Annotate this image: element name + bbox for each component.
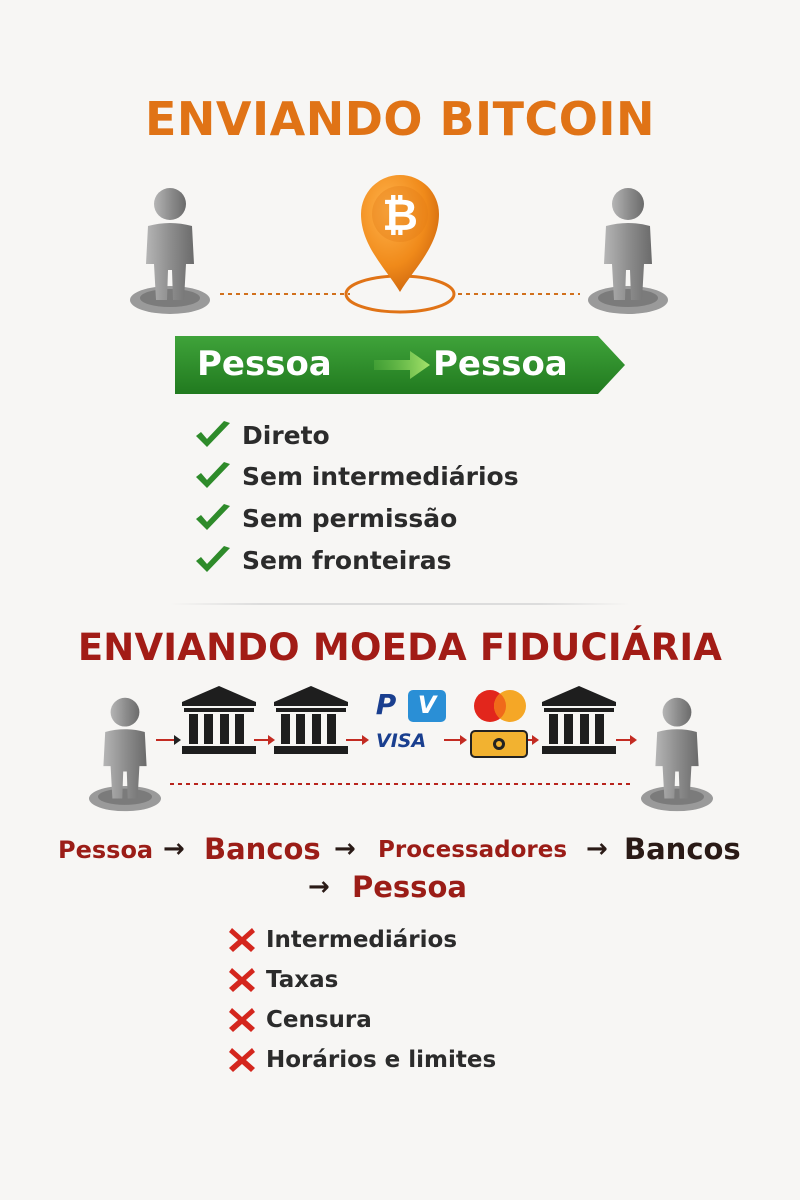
drawback-item: Horários e limites bbox=[228, 1046, 496, 1074]
flow-arrow: → bbox=[163, 834, 185, 864]
checkmark-icon bbox=[196, 546, 230, 572]
bank-icon bbox=[274, 686, 348, 754]
drawback-label: Taxas bbox=[266, 967, 339, 993]
flow-step-banks: Bancos bbox=[624, 832, 741, 866]
svg-text:₿: ₿ bbox=[382, 190, 418, 241]
checkmark-icon bbox=[196, 421, 230, 447]
drawback-item: Taxas bbox=[228, 966, 338, 994]
cross-icon bbox=[229, 928, 255, 952]
flow-arrow: → bbox=[308, 872, 330, 902]
banner-to-label: Pessoa bbox=[433, 344, 568, 384]
fiat-title: ENVIANDO MOEDA FIDUCIÁRIA bbox=[77, 626, 723, 669]
benefit-label: Sem fronteiras bbox=[242, 545, 452, 575]
venmo-letter: V bbox=[417, 691, 437, 719]
benefit-item: Sem fronteiras bbox=[194, 545, 451, 575]
person-to-person-banner: Pessoa Pessoa bbox=[175, 336, 625, 394]
drawback-item: Intermediários bbox=[228, 926, 457, 954]
bitcoin-location-pin-icon: ₿ bbox=[344, 175, 456, 314]
checkmark-icon bbox=[196, 462, 230, 488]
cross-icon bbox=[229, 1008, 255, 1032]
svg-text:P: P bbox=[376, 688, 397, 720]
visa-icon: VISA bbox=[376, 730, 427, 752]
person-icon bbox=[130, 188, 210, 314]
bank-icon bbox=[182, 686, 256, 754]
flow-step-person: Pessoa bbox=[58, 836, 154, 864]
venmo-icon: V bbox=[408, 690, 446, 722]
drawback-item: Censura bbox=[228, 1006, 372, 1034]
arrow-right-icon bbox=[374, 351, 430, 379]
benefit-item: Sem intermediários bbox=[194, 461, 519, 491]
cross-icon bbox=[229, 1048, 255, 1072]
connection-line bbox=[170, 783, 630, 785]
flow-step-banks: Bancos bbox=[204, 832, 321, 866]
drawback-label: Intermediários bbox=[266, 927, 458, 953]
mastercard-icon bbox=[474, 690, 526, 722]
person-icon bbox=[89, 697, 161, 812]
banner-from-label: Pessoa bbox=[197, 344, 332, 384]
cross-icon bbox=[229, 968, 255, 992]
flow-arrow: → bbox=[586, 834, 608, 864]
benefit-label: Sem intermediários bbox=[242, 461, 519, 491]
flow-arrow: → bbox=[334, 834, 356, 864]
flow-arrows bbox=[156, 735, 637, 745]
paypal-icon: P bbox=[376, 688, 397, 720]
benefit-label: Direto bbox=[242, 420, 330, 450]
drawback-label: Horários e limites bbox=[266, 1047, 497, 1073]
flow-step-processors: Processadores bbox=[378, 837, 568, 863]
bank-icon bbox=[542, 686, 616, 754]
drawback-label: Censura bbox=[266, 1007, 372, 1033]
flow-step-person: Pessoa bbox=[352, 870, 467, 904]
bitcoin-title: ENVIANDO BITCOIN bbox=[144, 92, 656, 146]
checkmark-icon bbox=[196, 504, 230, 530]
card-icon bbox=[470, 730, 528, 758]
person-icon bbox=[641, 697, 713, 812]
benefit-item: Direto bbox=[194, 420, 330, 450]
person-icon bbox=[588, 188, 668, 314]
benefit-item: Sem permissão bbox=[194, 503, 457, 533]
benefit-label: Sem permissão bbox=[242, 503, 458, 533]
section-divider bbox=[170, 603, 630, 605]
connection-line bbox=[220, 293, 580, 295]
